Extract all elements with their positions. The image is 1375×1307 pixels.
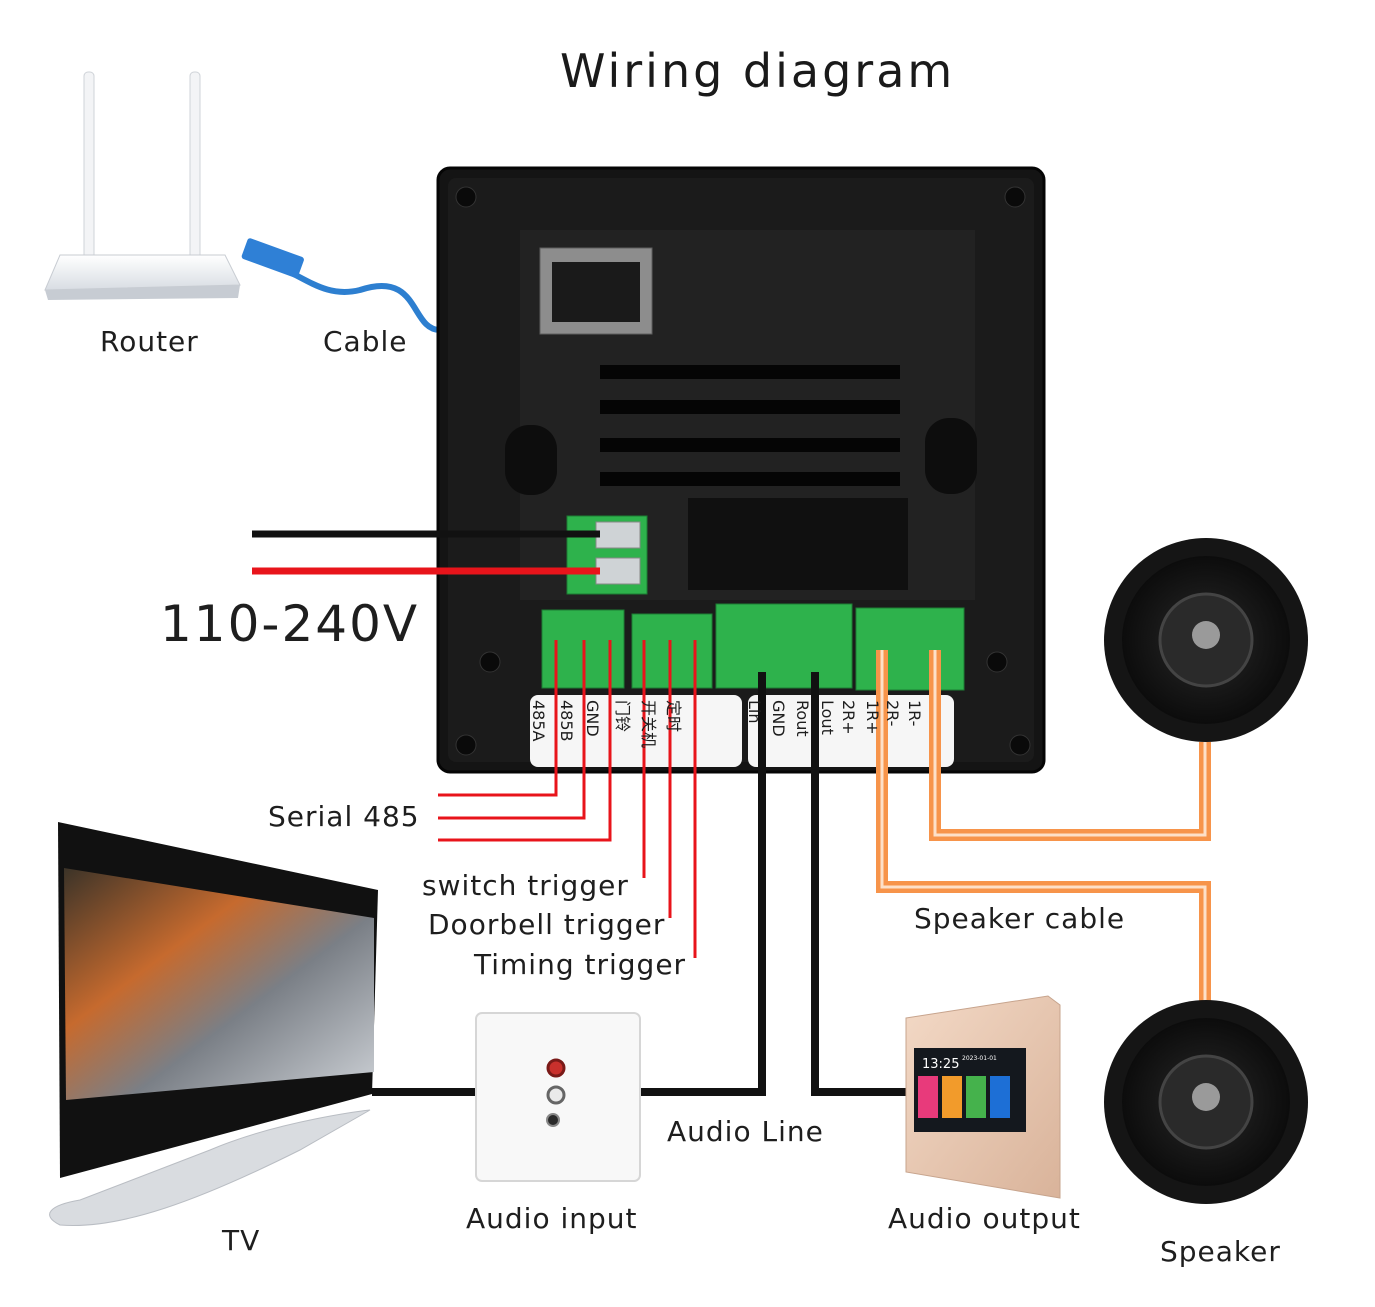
terminal-block-audio	[715, 603, 853, 689]
terminal-label-1: 485B	[557, 700, 576, 742]
terminal-label-0: 485A	[529, 700, 548, 742]
wire-gnd	[438, 640, 612, 842]
speaker-top	[1104, 538, 1308, 742]
speaker-cable-label: Speaker cable	[914, 902, 1126, 935]
power-terminal-block	[566, 515, 648, 595]
wire-485b	[438, 640, 586, 820]
cable-label: Cable	[323, 325, 408, 358]
panel-date: 2023-01-01	[962, 1055, 997, 1062]
terminal-block-speaker	[855, 607, 965, 691]
terminal-label-7: GND	[769, 700, 788, 737]
doorbell-trigger-label: Doorbell trigger	[428, 908, 666, 941]
wire-485a	[438, 640, 558, 797]
switch-trigger-label: switch trigger	[422, 869, 629, 902]
tv-device	[49, 822, 378, 1227]
router-device	[44, 71, 241, 300]
audio-output-label: Audio output	[888, 1202, 1081, 1235]
terminal-label-2: GND	[583, 700, 602, 737]
audio-input-label: Audio input	[466, 1202, 638, 1235]
serial-485-label: Serial 485	[268, 800, 420, 833]
terminal-label-5: 定时	[664, 700, 683, 733]
terminal-label-8: Rout	[793, 700, 812, 737]
terminal-label-12: 2R-	[883, 700, 902, 727]
router-label: Router	[100, 325, 199, 358]
audio-out-line	[811, 672, 910, 1096]
speaker-label: Speaker	[1160, 1235, 1281, 1268]
audio-output-panel	[905, 995, 1061, 1199]
audio-input-plate	[475, 1012, 641, 1182]
terminal-label-13: 1R-	[905, 700, 924, 727]
terminal-label-3: 门铃	[613, 700, 632, 733]
diagram-title: Wiring diagram	[560, 44, 956, 98]
audio-in-line	[640, 672, 766, 1096]
tv-label: TV	[222, 1224, 261, 1257]
power-voltage-label: 110-240V	[160, 595, 420, 653]
rj45-plug-left	[241, 238, 304, 278]
audio-line-label: Audio Line	[667, 1115, 824, 1148]
panel-time: 13:25	[922, 1057, 960, 1072]
terminal-label-6: Lin	[745, 700, 764, 724]
speaker-bottom	[1104, 1000, 1308, 1204]
terminal-label-9: Lout	[818, 700, 837, 735]
terminal-label-4: 开关机	[639, 700, 658, 749]
terminal-label-11: 1R+	[863, 700, 882, 735]
terminal-label-10: 2R+	[839, 700, 858, 735]
timing-trigger-label: Timing trigger	[474, 948, 687, 981]
